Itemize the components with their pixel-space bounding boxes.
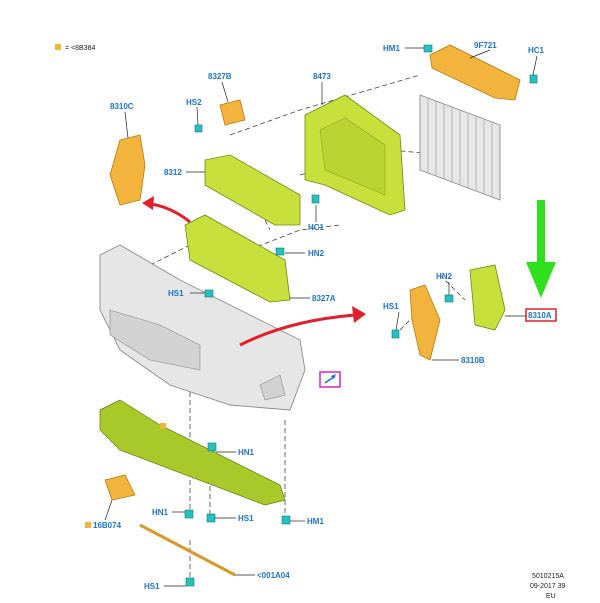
part-9f721 [429,44,521,101]
clips [160,44,538,587]
part-8327b [219,99,246,126]
label-8310b[interactable]: 8310B [461,356,485,365]
label-hm1-low[interactable]: HM1 [307,517,324,526]
radiator [419,94,501,201]
label-001a04[interactable]: <001A04 [257,571,290,580]
part-lower-shield [99,399,286,506]
label-hs1-low[interactable]: HS1 [238,514,254,523]
label-hs1-left[interactable]: HS1 [168,289,184,298]
part-8310c [109,134,146,206]
label-hn2-left[interactable]: HN2 [308,249,325,258]
label-hc1-top[interactable]: HC1 [528,46,545,55]
footer-code: 5010215A [532,573,564,580]
part-8310a [469,264,506,331]
label-8310a[interactable]: 8310A [528,311,552,320]
part-8310b [409,284,441,361]
part-8312 [204,154,301,226]
legend-marker-16b074 [85,522,91,528]
label-8310c[interactable]: 8310C [110,102,134,111]
part-16b074 [104,474,136,501]
label-hs2[interactable]: HS2 [186,98,202,107]
label-hs1-bottom[interactable]: HS1 [144,582,160,591]
footer-region: EU [546,593,556,600]
green-arrow [526,200,556,298]
bumper-cover [99,244,306,411]
label-hc1-mid[interactable]: HC1 [308,223,325,232]
part-001a04 [139,523,236,577]
legend-text: = <8B384 [65,45,95,52]
label-8310a-highlight [525,308,557,322]
label-16b074[interactable]: 16B074 [93,521,122,530]
legend-swatch [55,44,61,50]
red-arrow-right [239,313,356,347]
label-hs1-right[interactable]: HS1 [383,302,399,311]
label-hn1[interactable]: HN1 [238,448,255,457]
label-8312[interactable]: 8312 [164,168,182,177]
red-arrow-left [149,202,191,224]
label-hn1-low[interactable]: HN1 [152,508,169,517]
part-8327a [184,214,291,303]
label-hm1-top[interactable]: HM1 [383,44,400,53]
label-8327a[interactable]: 8327A [312,294,336,303]
label-8473[interactable]: 8473 [313,72,331,81]
footer-date: 09-2017 39 [530,583,566,590]
label-9f721[interactable]: 9F721 [474,41,497,50]
label-8327b[interactable]: 8327B [208,72,232,81]
label-hn2-right[interactable]: HN2 [436,272,453,281]
view-marker [319,371,341,388]
